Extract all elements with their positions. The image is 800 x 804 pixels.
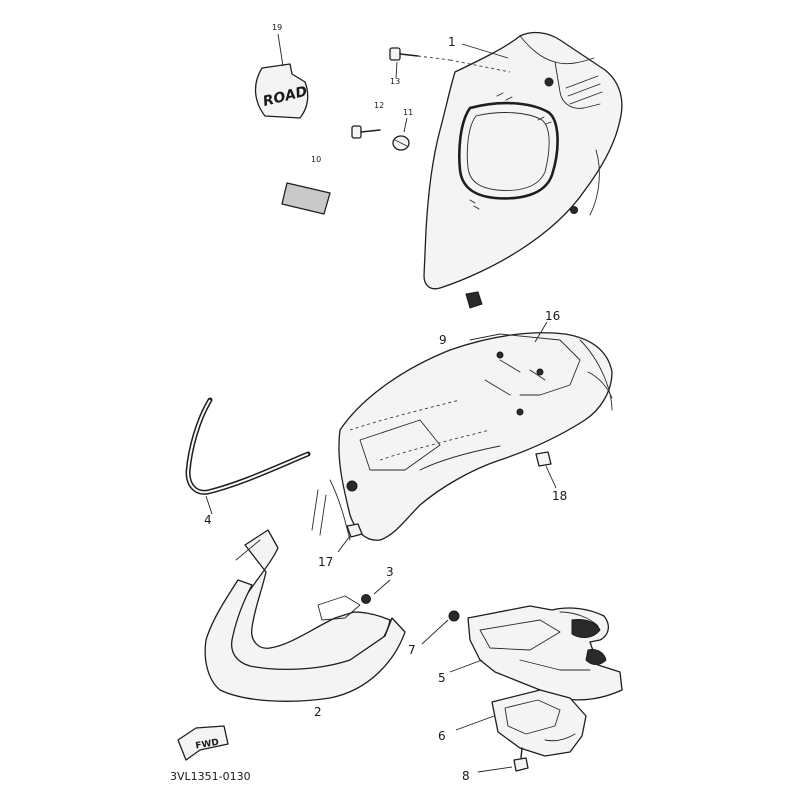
callouts: 1 2 3 4 5 6 7 8 9 10 11 12 13 16 17 18 1… (204, 23, 567, 783)
nut-part-17 (346, 523, 363, 538)
callout-17: 17 (318, 555, 333, 569)
screw-part-18 (535, 451, 552, 467)
screw-part-12 (351, 125, 381, 139)
callout-11: 11 (403, 108, 413, 117)
callout-3: 3 (386, 565, 394, 579)
callout-13: 13 (390, 77, 400, 86)
callout-8: 8 (462, 769, 470, 783)
inner-fender-part-9 (311, 332, 613, 541)
forward-arrow: FWD (177, 725, 229, 761)
callout-2: 2 (314, 705, 322, 719)
grommet (465, 291, 483, 309)
bracket-part-5 (448, 605, 623, 701)
callout-19: 19 (272, 23, 282, 32)
callout-1: 1 (448, 35, 456, 49)
lower-cowl-part-2 (204, 529, 406, 702)
callout-18: 18 (552, 489, 567, 503)
callout-7: 7 (408, 643, 416, 657)
bolt-part-13 (389, 47, 511, 73)
callout-12: 12 (374, 101, 384, 110)
callout-5: 5 (438, 671, 446, 685)
leader-lines (205, 33, 557, 773)
part-code: 3VL1351-0130 (170, 770, 251, 783)
decal-part-19: ROAD (254, 63, 309, 119)
front-cowl-part-1 (423, 31, 623, 290)
bracket-part-6 (491, 689, 587, 757)
callout-6: 6 (438, 729, 446, 743)
pad-part-10 (281, 182, 331, 215)
screw-part-8 (513, 747, 529, 772)
callout-4: 4 (204, 513, 212, 527)
edging-strip-part-4 (185, 397, 311, 495)
grommet-part-11 (392, 135, 410, 151)
callout-10: 10 (311, 155, 321, 164)
forward-arrow-text: FWD (195, 738, 220, 752)
callout-16: 16 (545, 309, 560, 323)
callout-9: 9 (439, 333, 447, 347)
